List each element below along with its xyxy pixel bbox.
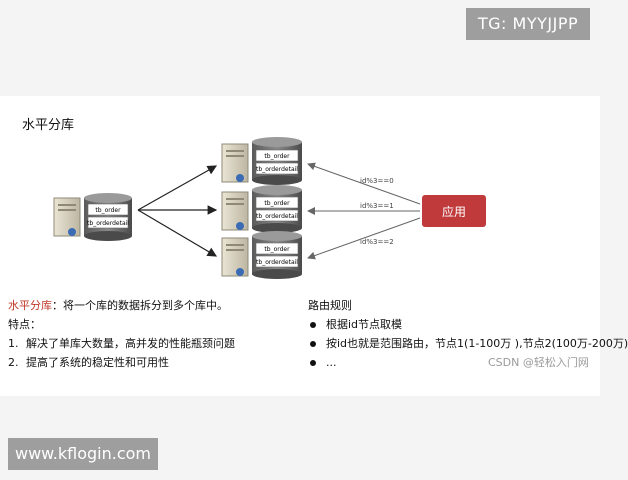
route-label-3: id%3==2 xyxy=(360,238,394,246)
csdn-watermark: CSDN @轻松入门网 xyxy=(488,356,589,369)
target-server-1-icon xyxy=(221,143,249,183)
route-arrow-3 xyxy=(307,217,421,260)
routing-text: 按id也就是范围路由，节点1(1-100万 ),节点2(100万-200万) xyxy=(326,337,628,350)
feature-number: 1. xyxy=(8,337,19,350)
route-label-1: id%3==0 xyxy=(360,177,394,185)
bullet-icon xyxy=(310,359,316,366)
target1-table-order: tb_order xyxy=(264,153,290,160)
target-server-2-icon xyxy=(221,191,249,231)
target1-table-orderdetail: tb_orderdetail xyxy=(256,166,298,173)
feature-text: 提高了系统的稳定性和可用性 xyxy=(26,356,169,369)
definition-body: ：将一个库的数据拆分到多个库中。 xyxy=(52,299,228,312)
target2-table-order: tb_order xyxy=(264,200,290,207)
routing-item: 按id也就是范围路由，节点1(1-100万 ),节点2(100万-200万) xyxy=(308,334,628,353)
target3-table-orderdetail: tb_orderdetail xyxy=(256,259,298,266)
feature-item: 1. 解决了单库大数量，高并发的性能瓶颈问题 xyxy=(8,334,235,353)
routing-rules-section: 路由规则 根据id节点取模 按id也就是范围路由，节点1(1-100万 ),节点… xyxy=(308,296,628,372)
bullet-icon xyxy=(310,340,316,347)
source-table-orderdetail: tb_orderdetail xyxy=(87,220,129,227)
fanout-arrow-1 xyxy=(137,165,218,211)
watermark-bottom: www.kflogin.com xyxy=(8,438,158,470)
features-section: 水平分库：将一个库的数据拆分到多个库中。 特点： 1. 解决了单库大数量，高并发的… xyxy=(8,296,235,372)
fanout-arrow-3 xyxy=(137,209,218,257)
target-database-3: tb_order tb_orderdetail xyxy=(252,231,302,279)
feature-text: 解决了单库大数量，高并发的性能瓶颈问题 xyxy=(26,337,235,350)
source-server-icon xyxy=(53,197,81,237)
features-title: 特点： xyxy=(8,318,41,331)
feature-item: 2. 提高了系统的稳定性和可用性 xyxy=(8,353,235,372)
routing-item: ... xyxy=(308,353,628,372)
routing-item: 根据id节点取模 xyxy=(308,315,628,334)
target-database-1: tb_order tb_orderdetail xyxy=(252,137,302,185)
target-database-2: tb_order tb_orderdetail xyxy=(252,185,302,233)
watermark-top: TG: MYYJJPP xyxy=(466,8,590,40)
route-arrow-1 xyxy=(307,162,421,205)
target2-table-orderdetail: tb_orderdetail xyxy=(256,213,298,220)
target-server-3-icon xyxy=(221,237,249,277)
routing-text: ... xyxy=(326,356,337,369)
app-box xyxy=(422,195,486,227)
sharding-diagram: tb_order tb_orderdetail tb_order tb_orde… xyxy=(53,137,486,279)
bullet-icon xyxy=(310,321,316,328)
routing-title: 路由规则 xyxy=(308,299,352,312)
source-table-order: tb_order xyxy=(95,207,121,214)
page-title: 水平分库 xyxy=(22,118,75,133)
target3-table-order: tb_order xyxy=(264,246,290,253)
definition-line: 水平分库：将一个库的数据拆分到多个库中。 xyxy=(8,296,235,315)
feature-number: 2. xyxy=(8,356,19,369)
routing-text: 根据id节点取模 xyxy=(326,318,403,331)
definition-term: 水平分库 xyxy=(8,299,52,312)
route-label-2: id%3==1 xyxy=(360,202,394,210)
source-database: tb_order tb_orderdetail xyxy=(84,193,132,241)
app-label: 应用 xyxy=(442,204,466,219)
